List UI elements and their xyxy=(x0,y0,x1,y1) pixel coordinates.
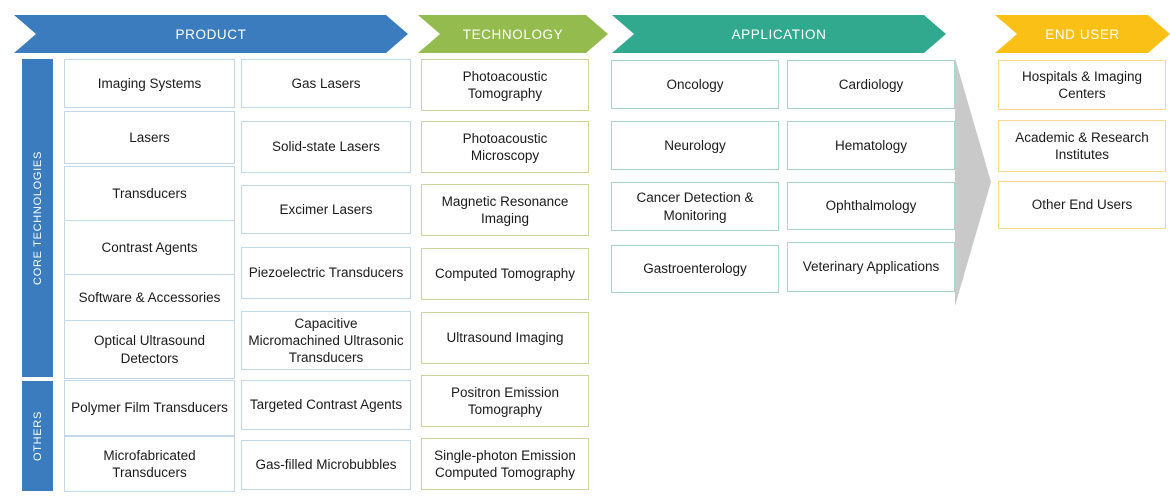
list-item[interactable]: Gastroenterology xyxy=(611,245,779,293)
list-item[interactable]: Optical Ultrasound Detectors xyxy=(64,320,235,379)
header-end-user-label: END USER xyxy=(1045,26,1120,42)
header-product: PRODUCT xyxy=(14,15,408,53)
header-end-user: END USER xyxy=(995,15,1170,53)
list-item[interactable]: Hematology xyxy=(787,121,955,170)
list-item[interactable]: Hospitals & Imaging Centers xyxy=(998,60,1166,110)
list-item[interactable]: Contrast Agents xyxy=(64,220,235,275)
list-item[interactable]: Academic & Research Institutes xyxy=(998,120,1166,172)
rail-others-label: OTHERS xyxy=(31,410,44,462)
header-technology-label: TECHNOLOGY xyxy=(462,26,564,42)
list-item[interactable]: Positron Emission Tomography xyxy=(421,375,589,427)
list-item[interactable]: Other End Users xyxy=(998,181,1166,229)
list-item[interactable]: Lasers xyxy=(64,111,235,164)
list-item[interactable]: Ophthalmology xyxy=(787,182,955,230)
list-item[interactable]: Microfabricated Transducers xyxy=(64,436,235,492)
rail-core-technologies-label: CORE TECHNOLOGIES xyxy=(31,151,44,285)
list-item[interactable]: Gas Lasers xyxy=(241,59,411,108)
list-item[interactable]: Targeted Contrast Agents xyxy=(241,380,411,430)
rail-others: OTHERS xyxy=(22,381,53,491)
list-item[interactable]: Oncology xyxy=(611,60,779,109)
list-item[interactable]: Imaging Systems xyxy=(64,59,235,108)
list-item[interactable]: Polymer Film Transducers xyxy=(64,380,235,436)
list-item[interactable]: Cardiology xyxy=(787,60,955,109)
list-item[interactable]: Capacitive Micromachined Ultrasonic Tran… xyxy=(241,311,411,370)
list-item[interactable]: Excimer Lasers xyxy=(241,185,411,234)
list-item[interactable]: Magnetic Resonance Imaging xyxy=(421,184,589,236)
list-item[interactable]: Piezoelectric Transducers xyxy=(241,247,411,299)
list-item[interactable]: Software & Accessories xyxy=(64,274,235,321)
flow-arrow-icon xyxy=(955,58,991,306)
header-product-label: PRODUCT xyxy=(175,26,247,42)
header-application-label: APPLICATION xyxy=(731,26,827,42)
list-item[interactable]: Transducers xyxy=(64,166,235,221)
list-item[interactable]: Computed Tomography xyxy=(421,248,589,300)
header-application: APPLICATION xyxy=(612,15,946,53)
list-item[interactable]: Photoacoustic Tomography xyxy=(421,59,589,111)
rail-core-technologies: CORE TECHNOLOGIES xyxy=(22,59,53,377)
list-item[interactable]: Veterinary Applications xyxy=(787,242,955,292)
list-item[interactable]: Photoacoustic Microscopy xyxy=(421,121,589,173)
header-technology: TECHNOLOGY xyxy=(418,15,608,53)
list-item[interactable]: Ultrasound Imaging xyxy=(421,312,589,364)
list-item[interactable]: Single-photon Emission Computed Tomograp… xyxy=(421,438,589,490)
list-item[interactable]: Gas-filled Microbubbles xyxy=(241,440,411,490)
list-item[interactable]: Neurology xyxy=(611,121,779,170)
list-item[interactable]: Solid-state Lasers xyxy=(241,121,411,173)
list-item[interactable]: Cancer Detection & Monitoring xyxy=(611,182,779,231)
